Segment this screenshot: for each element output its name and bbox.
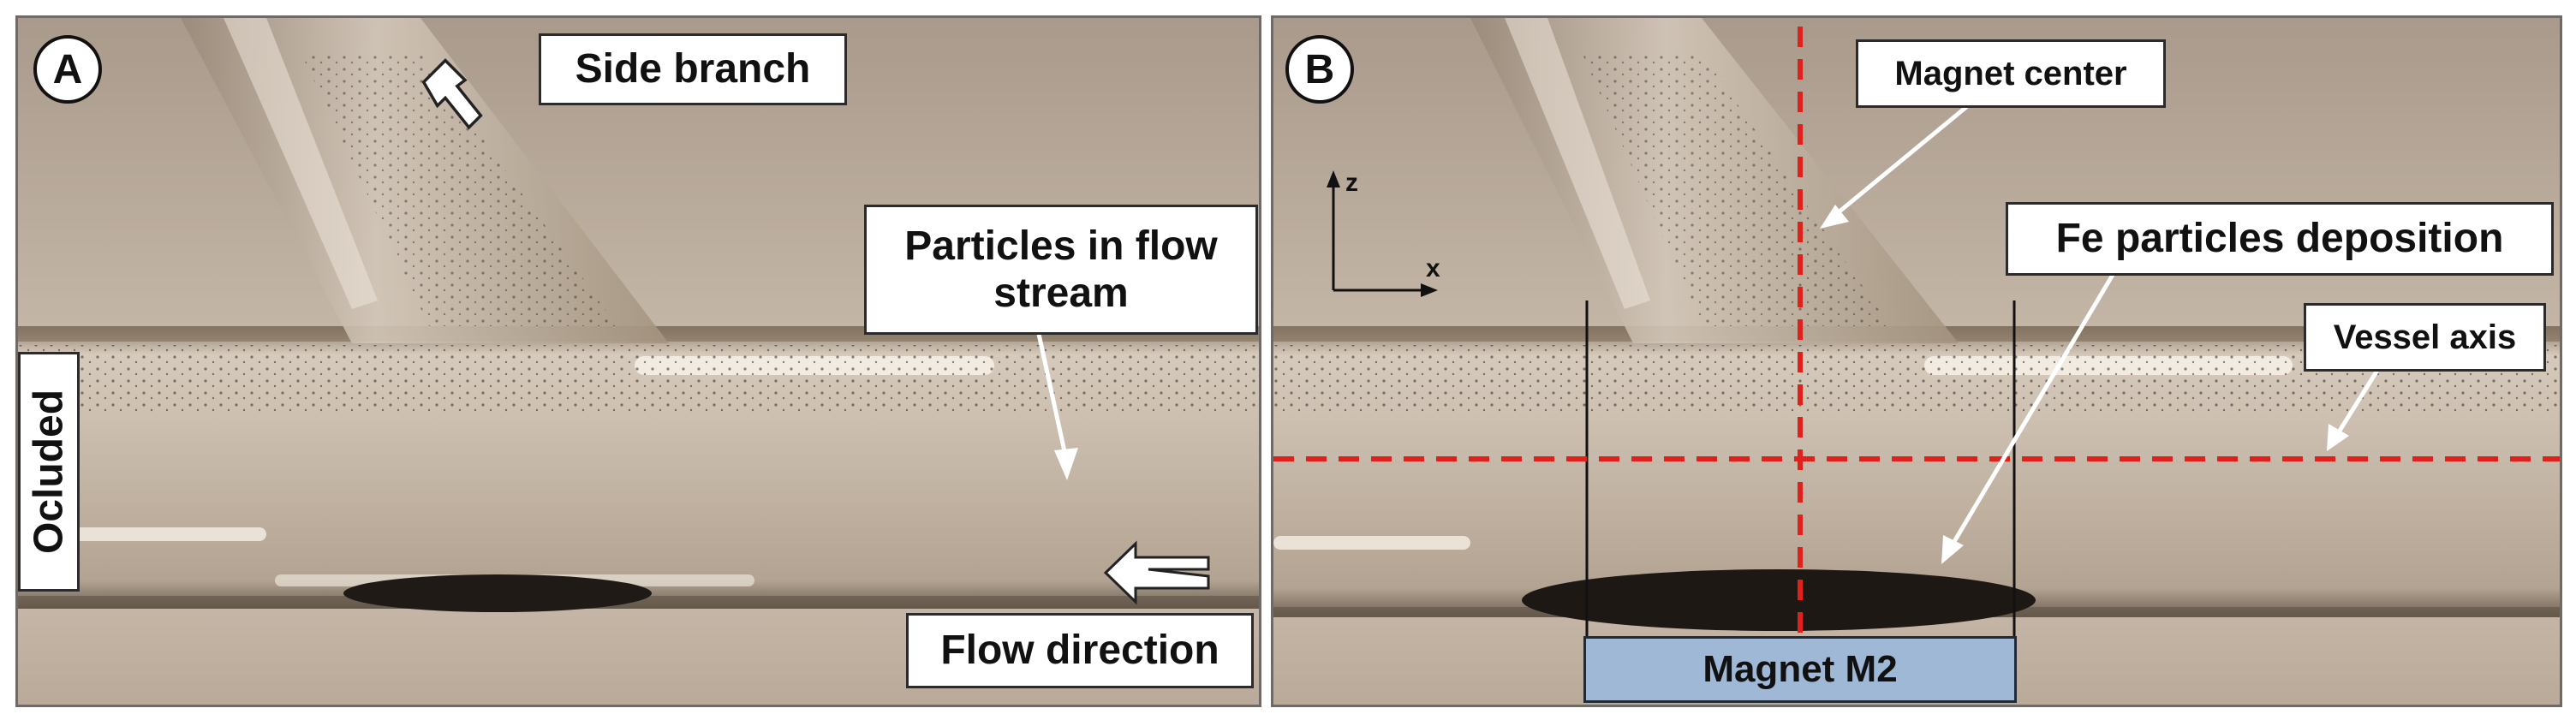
axis-z-label: z xyxy=(1345,169,1358,197)
particles-label-line2: stream xyxy=(993,271,1129,316)
particles-in-flow-label: Particles in flow stream xyxy=(864,205,1258,335)
panel-letter-b: B xyxy=(1285,35,1354,104)
magnet-m2-box: Magnet M2 xyxy=(1583,636,2017,703)
photo-panel-a: A Side branch Particles in flow stream F… xyxy=(15,15,1261,707)
axis-x-label: x xyxy=(1426,254,1440,283)
particles-label-line1: Particles in flow xyxy=(904,223,1218,269)
flow-direction-label: Flow direction xyxy=(906,613,1254,688)
fe-particles-deposition-label: Fe particles deposition xyxy=(2006,202,2554,276)
magnet-center-label: Magnet center xyxy=(1856,39,2166,108)
panel-letter-a: A xyxy=(33,35,102,104)
occluded-label: Ocluded xyxy=(18,352,80,592)
vessel-photo-b xyxy=(1273,18,2560,705)
vessel-photo-a xyxy=(18,18,1259,705)
photo-panel-b: B z x Magnet center Fe particles deposit… xyxy=(1271,15,2562,707)
vessel-axis-label: Vessel axis xyxy=(2304,303,2546,372)
side-branch-label: Side branch xyxy=(539,33,847,105)
